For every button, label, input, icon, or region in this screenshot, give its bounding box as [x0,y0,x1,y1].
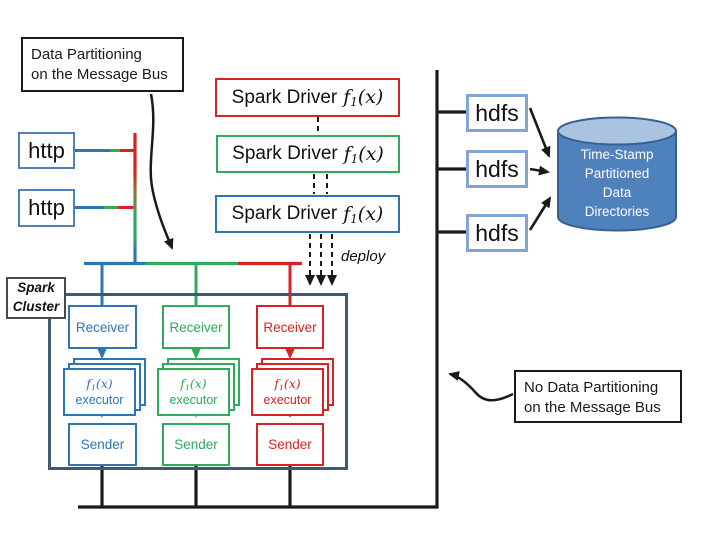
hdfs-label: hdfs [475,155,519,182]
hdfs-box-1: hdfs [466,94,528,132]
executor-fn: f1(x) [180,375,207,392]
driver-fn: f1(x) [343,202,384,226]
executor-label: executor [169,392,218,407]
cylinder-label-line1: Time-Stamp [580,147,653,162]
executor-front: f1(x) executor [251,368,324,416]
http-box-2: http [18,189,75,227]
output-bus [78,70,467,509]
executor-stack-green: f1(x) executor [157,358,240,416]
callout-no-data-partitioning: No Data Partitioning on the Message Bus [514,370,682,423]
executor-front: f1(x) executor [63,368,136,416]
cylinder-label-line2: Partitioned [585,166,650,181]
cluster-label-line: Spark [17,280,55,296]
executor-front: f1(x) executor [157,368,230,416]
executor-stack-red: f1(x) executor [251,358,334,416]
receiver-blue: Receiver [68,305,137,349]
callout-no-partitioning-arrow [448,371,514,402]
spark-cluster-label: Spark Cluster [6,277,66,319]
spark-driver-red: Spark Driver f1(x) [215,78,400,117]
callout-line: No Data Partitioning [524,379,659,396]
callout-partitioning-arrow [149,93,174,250]
driver-label: Spark Driver [231,203,338,224]
receiver-label: Receiver [75,319,130,335]
http-box-1: http [18,132,75,169]
executor-stack-blue: f1(x) executor [63,358,146,416]
bus-receiver-drops [100,263,292,306]
callout-line: Data Partitioning [31,46,142,63]
executor-label: executor [263,392,312,407]
executor-label: executor [75,392,124,407]
executor-fn: f1(x) [274,375,301,392]
hdfs-cylinder-arrows [528,107,552,231]
hdfs-label: hdfs [475,99,519,126]
callout-data-partitioning: Data Partitioning on the Message Bus [21,37,184,92]
driver-label: Spark Driver [231,86,338,108]
sender-label: Sender [268,437,312,452]
receiver-label: Receiver [169,319,223,335]
sender-green: Sender [162,423,230,466]
receiver-red: Receiver [256,305,324,349]
cluster-label-line: Cluster [12,299,60,314]
sender-label: Sender [80,437,125,452]
spark-cluster-box [48,293,348,470]
callout-line: on the Message Bus [524,399,661,417]
deploy-arrows [305,234,337,286]
callout-line: on the Message Bus [31,66,168,84]
executor-fn: f1(x) [86,375,113,392]
receiver-green: Receiver [162,305,230,349]
message-bus-vertical [133,133,137,265]
data-directories-cylinder: Time-Stamp Partitioned Data Directories [557,116,677,232]
driver-label: Spark Driver [232,143,338,164]
spark-driver-green: Spark Driver f1(x) [216,135,400,173]
hdfs-box-3: hdfs [466,214,528,252]
hdfs-box-2: hdfs [466,150,528,188]
http-label: http [28,137,65,163]
cylinder-label-line4: Directories [585,204,650,219]
hdfs-label: hdfs [475,219,519,246]
spark-driver-blue: Spark Driver f1(x) [215,195,400,233]
cylinder-label-line3: Data [603,185,632,200]
sender-red: Sender [256,423,324,466]
sender-blue: Sender [68,423,137,466]
receiver-label: Receiver [263,319,317,335]
http-label: http [28,195,65,220]
driver-fn: f1(x) [343,142,384,166]
driver-fn: f1(x) [343,86,384,109]
sender-label: Sender [174,437,218,452]
driver-links-dashed [313,117,328,194]
deploy-label: deploy [341,248,386,265]
